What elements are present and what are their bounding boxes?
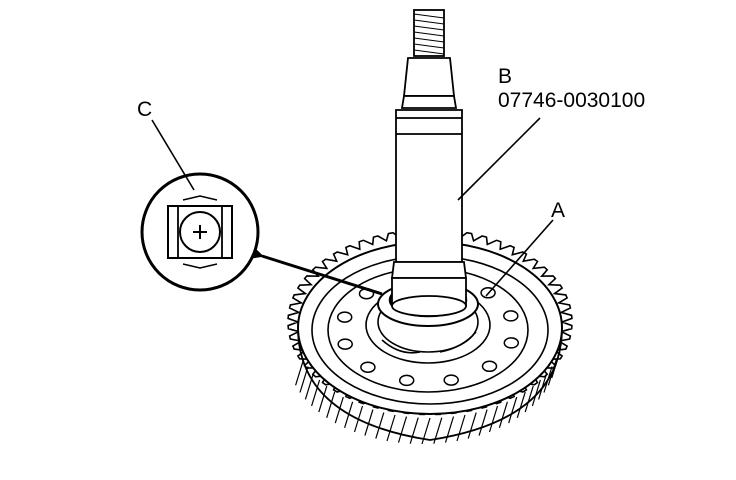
bearing-race-left xyxy=(177,206,223,258)
helical-tooth-line xyxy=(524,385,534,413)
tool-lower-collar xyxy=(390,261,468,279)
leader-lines xyxy=(151,117,554,297)
helical-tooth-line xyxy=(488,405,499,433)
gear-rim xyxy=(297,329,563,441)
helical-tooth-line xyxy=(409,417,419,444)
label-a: A xyxy=(551,199,566,222)
pinion-shaft-hint xyxy=(381,331,477,354)
bolt-hole xyxy=(443,374,459,386)
helical-tooth-line xyxy=(531,379,541,407)
helical-tooth-line xyxy=(397,416,408,443)
helical-tooth-line xyxy=(386,414,396,442)
leader-a xyxy=(485,219,554,297)
helical-tooth-line xyxy=(456,414,466,442)
bolt-hole xyxy=(337,338,353,350)
helical-tooth-line xyxy=(478,409,488,436)
label-c: C xyxy=(137,98,153,121)
helical-tooth-line xyxy=(508,396,518,424)
tool-nut xyxy=(403,57,455,97)
center-mark xyxy=(193,225,207,239)
bearing-ball xyxy=(179,211,221,253)
tool-collar xyxy=(400,95,458,109)
helical-tooth-line xyxy=(304,373,314,400)
label-b: B xyxy=(498,65,513,88)
helical-tooth-line xyxy=(311,379,321,407)
tool-body xyxy=(395,109,463,263)
helical-tooth-line xyxy=(375,412,385,439)
rod-threads xyxy=(413,13,445,55)
bolt-hole xyxy=(503,310,519,322)
bearing-cross-section xyxy=(167,205,233,259)
helical-tooth-line xyxy=(318,385,328,413)
helical-tooth-line xyxy=(334,396,344,424)
detail-view-c xyxy=(140,172,260,292)
race-notch xyxy=(182,195,218,269)
bolt-hole xyxy=(336,311,353,323)
helical-tooth-line xyxy=(516,391,526,418)
bolt-hole xyxy=(398,374,415,387)
helical-tooth-line xyxy=(498,401,508,428)
helical-tooth-line xyxy=(295,359,305,386)
leader-c xyxy=(151,119,195,191)
helical-tooth-line xyxy=(467,412,477,439)
bolt-hole xyxy=(360,361,376,373)
bolt-hole xyxy=(481,360,498,373)
helical-tooth-line xyxy=(326,391,336,418)
arrow-to-detail xyxy=(252,248,383,296)
driver-tool-b xyxy=(390,9,468,317)
bolt-hole xyxy=(503,337,520,349)
leader-b xyxy=(457,117,541,201)
helical-tooth-line xyxy=(364,409,374,436)
tool-part-number: 07746-0030100 xyxy=(498,89,646,112)
helical-tooth-line xyxy=(444,416,455,443)
